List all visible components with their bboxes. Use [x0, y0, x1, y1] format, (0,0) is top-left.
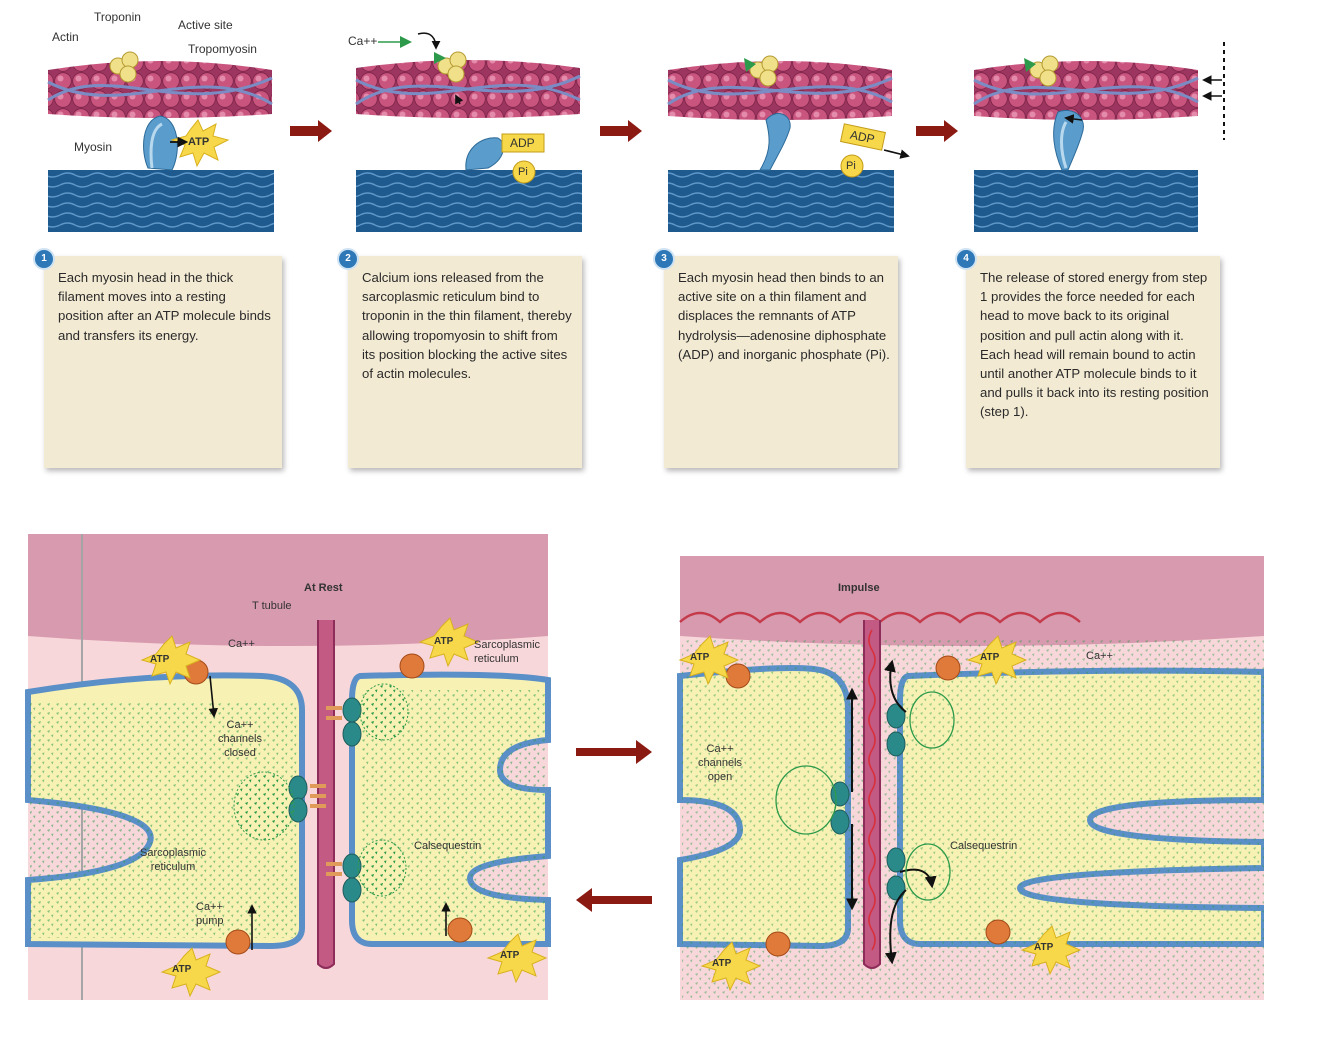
calcium-pump — [225, 929, 251, 955]
step-card-4: The release of stored energy from step 1… — [966, 256, 1220, 468]
calsequestrin-cluster — [905, 843, 951, 901]
label-calcium: Ca++ — [228, 638, 255, 650]
panel-step-4 — [973, 42, 1225, 232]
panel-step-3 — [667, 55, 910, 232]
label-myosin: Myosin — [74, 140, 113, 154]
troponin-complex — [109, 51, 139, 83]
label-troponin: Troponin — [94, 10, 141, 24]
step-text: The release of stored energy from step 1… — [980, 270, 1209, 420]
atp-burst — [678, 635, 740, 686]
atp-burst — [1020, 925, 1082, 976]
t-tubule — [863, 620, 881, 969]
label-actin: Actin — [52, 30, 79, 44]
panel-step-2 — [355, 32, 582, 232]
calsequestrin-cluster — [775, 765, 837, 835]
label-atp: ATP — [500, 950, 520, 961]
step-badge-1: 1 — [33, 248, 55, 270]
step-flow-arrows — [290, 120, 958, 142]
troponin-complex — [749, 55, 779, 87]
label-channels-open: Ca++ channels open — [697, 743, 743, 783]
atp-burst — [700, 941, 762, 992]
forward-arrow — [576, 740, 652, 764]
panel-step-1 — [47, 51, 274, 232]
calsequestrin-cluster — [233, 771, 295, 841]
label-channels-closed: Ca++ channels closed — [217, 719, 263, 759]
atp-burst — [160, 947, 222, 998]
troponin-complex — [437, 51, 467, 83]
label-calsequestrin: Calsequestrin — [950, 840, 1018, 852]
atp-burst — [486, 933, 548, 984]
calcium-pump — [725, 663, 751, 689]
label-pi: Pi — [846, 160, 856, 172]
label-t-tubule: T tubule — [252, 600, 292, 612]
label-atp: ATP — [150, 654, 170, 665]
label-atp: ATP — [188, 136, 210, 148]
label-active-site: Active site — [178, 18, 233, 32]
step-text: Calcium ions released from the sarcoplas… — [362, 270, 572, 382]
atp-burst — [140, 635, 202, 686]
thick-filament — [668, 170, 894, 232]
label-sarcoplasmic-reticulum-top: Sarcoplasmic reticulum — [474, 639, 541, 665]
reverse-arrow — [576, 888, 652, 912]
label-adp: ADP — [510, 136, 535, 150]
label-calsequestrin: Calsequestrin — [414, 840, 482, 852]
label-atp: ATP — [172, 964, 192, 975]
label-tropomyosin: Tropomyosin — [188, 42, 257, 56]
step-text: Each myosin head in the thick filament m… — [58, 270, 271, 343]
calsequestrin-cluster — [909, 691, 955, 749]
label-calcium-pump: Ca++ pump — [196, 901, 224, 927]
calcium-pump — [447, 917, 473, 943]
label-pi: Pi — [518, 166, 528, 178]
myosin-head — [465, 137, 504, 171]
calcium-pump — [765, 931, 791, 957]
label-calcium: Ca++ — [348, 34, 378, 48]
troponin-complex — [1029, 55, 1059, 87]
step-card-2: Calcium ions released from the sarcoplas… — [348, 256, 582, 468]
thick-filament — [356, 170, 582, 232]
at-rest-panel — [25, 534, 551, 1000]
step-badge-4: 4 — [955, 248, 977, 270]
label-atp: ATP — [712, 958, 732, 969]
impulse-title: Impulse — [838, 582, 880, 594]
at-rest-title: At Rest — [304, 582, 343, 594]
step-card-3: Each myosin head then binds to an active… — [664, 256, 898, 468]
calcium-pump — [399, 653, 425, 679]
calcium-ion — [434, 52, 446, 64]
thick-filament — [48, 170, 274, 232]
label-sarcoplasmic-reticulum-left: Sarcoplasmic reticulum — [139, 847, 207, 873]
calcium-pump — [985, 919, 1011, 945]
thick-filament — [974, 170, 1198, 232]
calsequestrin-cluster — [357, 839, 407, 897]
atp-burst — [418, 617, 480, 668]
step-badge-3: 3 — [653, 248, 675, 270]
label-atp: ATP — [690, 652, 710, 663]
label-calcium: Ca++ — [1086, 650, 1113, 662]
impulse-panel — [677, 556, 1318, 1000]
phosphate-circle — [512, 160, 536, 184]
step-badge-2: 2 — [337, 248, 359, 270]
adp-label-box — [839, 123, 887, 151]
myosin-head — [1053, 110, 1084, 171]
step-text: Each myosin head then binds to an active… — [678, 270, 890, 362]
label-atp: ATP — [980, 652, 1000, 663]
calcium-pump — [935, 655, 961, 681]
step-card-1: Each myosin head in the thick filament m… — [44, 256, 282, 468]
label-atp: ATP — [434, 636, 454, 647]
adp-label-box — [501, 133, 545, 153]
myosin-head — [759, 113, 791, 171]
atp-burst — [966, 635, 1028, 686]
label-atp: ATP — [1034, 942, 1054, 953]
calsequestrin-cluster — [359, 683, 409, 741]
phosphate-circle — [840, 154, 864, 178]
